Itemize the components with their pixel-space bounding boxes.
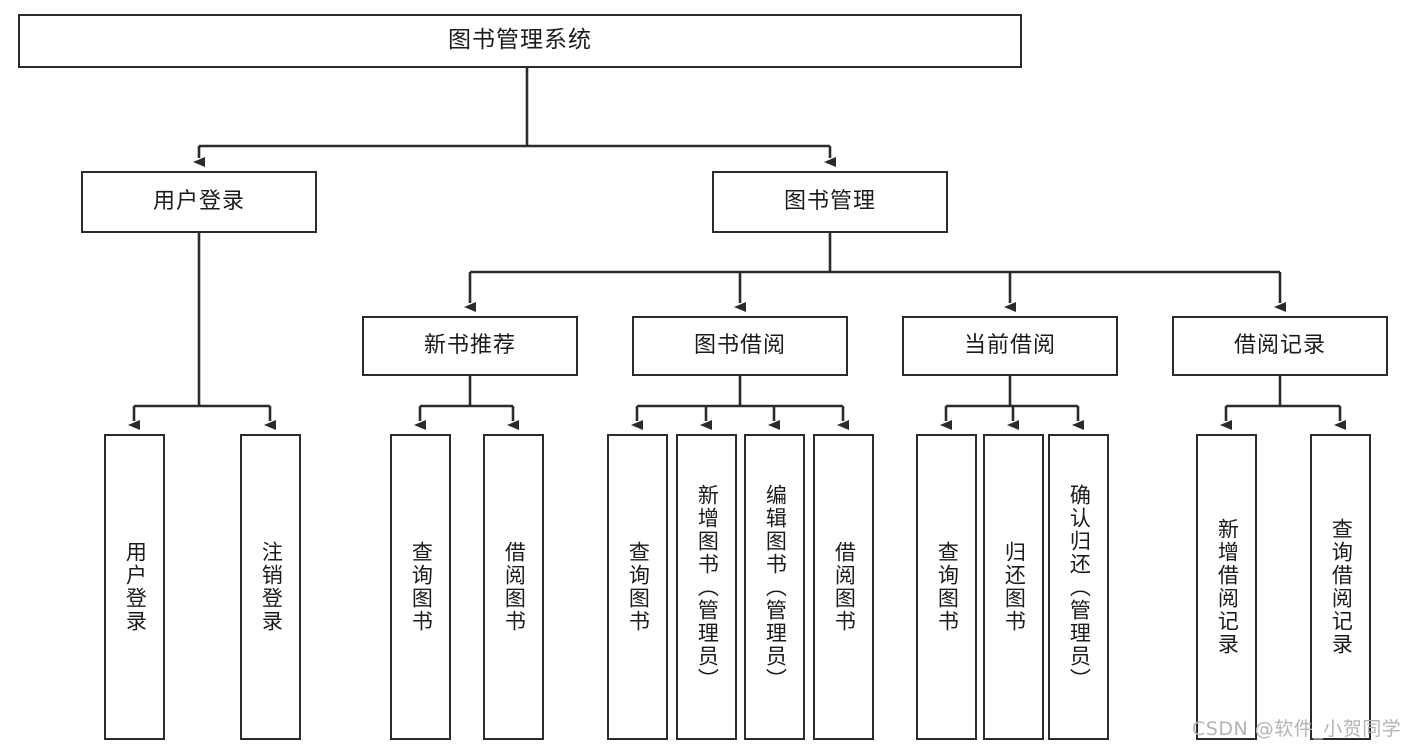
csdn-watermark: CSDN @软件_小贺同学 [1192,718,1402,740]
node-root-system[interactable]: 图书管理系统 [18,14,1022,68]
node-leaf-add-book-admin-label: 新增图书（管理员） [695,483,720,691]
node-leaf-edit-book-admin[interactable]: 编辑图书（管理员） [744,434,805,740]
node-leaf-query-book-1[interactable]: 查询图书 [390,434,451,740]
node-leaf-confirm-return-admin-label: 确认归还（管理员） [1067,483,1092,691]
node-leaf-borrow-book-1[interactable]: 借阅图书 [483,434,544,740]
node-leaf-add-book-admin[interactable]: 新增图书（管理员） [676,434,737,740]
node-borrow-record-label: 借阅记录 [1233,332,1326,358]
node-leaf-borrow-book-2[interactable]: 借阅图书 [813,434,874,740]
node-new-book-recommend[interactable]: 新书推荐 [362,316,578,376]
node-leaf-user-logout-label: 注销登录 [259,541,284,633]
node-user-login-label: 用户登录 [152,188,245,214]
node-leaf-user-login-label: 用户登录 [123,541,148,633]
node-leaf-add-borrow-record[interactable]: 新增借阅记录 [1196,434,1257,740]
node-root-label: 图书管理系统 [448,27,592,54]
node-leaf-edit-book-admin-label: 编辑图书（管理员） [763,483,788,691]
node-leaf-borrow-book-1-label: 借阅图书 [502,541,527,633]
node-leaf-query-book-2-label: 查询图书 [626,541,651,633]
node-leaf-return-book[interactable]: 归还图书 [983,434,1044,740]
node-leaf-query-borrow-record[interactable]: 查询借阅记录 [1310,434,1371,740]
node-book-borrow[interactable]: 图书借阅 [632,316,848,376]
node-new-book-recommend-label: 新书推荐 [423,332,516,358]
node-borrow-record[interactable]: 借阅记录 [1172,316,1388,376]
node-current-borrow[interactable]: 当前借阅 [902,316,1118,376]
node-user-login[interactable]: 用户登录 [81,171,317,233]
node-leaf-query-book-3[interactable]: 查询图书 [916,434,977,740]
node-leaf-return-book-label: 归还图书 [1002,541,1027,633]
node-leaf-user-logout[interactable]: 注销登录 [240,434,301,740]
node-book-manage-label: 图书管理 [783,188,876,214]
node-current-borrow-label: 当前借阅 [963,332,1056,358]
node-leaf-query-book-1-label: 查询图书 [409,541,434,633]
node-leaf-user-login[interactable]: 用户登录 [104,434,165,740]
node-leaf-query-borrow-record-label: 查询借阅记录 [1329,518,1354,656]
node-leaf-query-book-3-label: 查询图书 [935,541,960,633]
node-leaf-query-book-2[interactable]: 查询图书 [607,434,668,740]
node-book-manage[interactable]: 图书管理 [712,171,948,233]
node-leaf-borrow-book-2-label: 借阅图书 [832,541,857,633]
node-book-borrow-label: 图书借阅 [693,332,786,358]
node-leaf-add-borrow-record-label: 新增借阅记录 [1215,518,1240,656]
node-leaf-confirm-return-admin[interactable]: 确认归还（管理员） [1048,434,1109,740]
